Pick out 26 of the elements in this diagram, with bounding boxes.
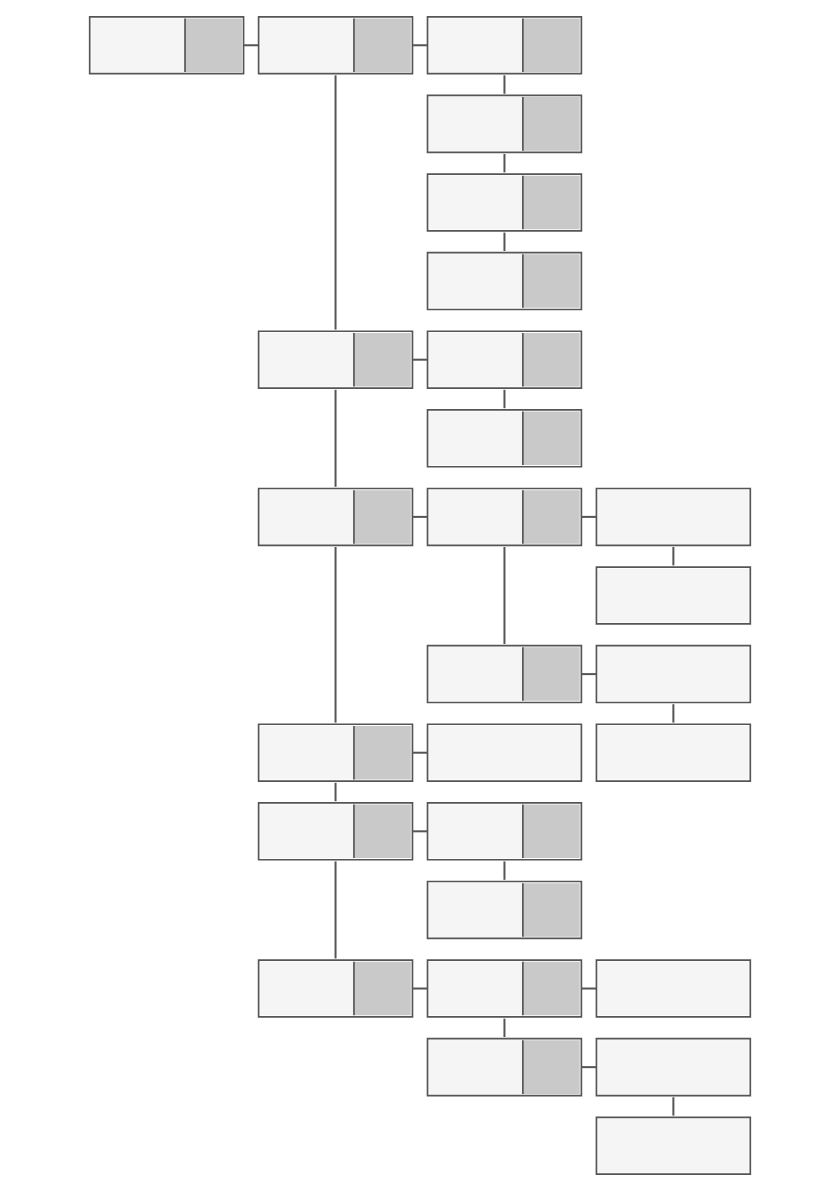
connector — [502, 861, 505, 880]
connector — [502, 232, 505, 251]
connector — [502, 389, 505, 409]
connector — [671, 547, 674, 566]
connector — [580, 1066, 596, 1069]
connector — [334, 75, 337, 330]
connector — [502, 1018, 505, 1038]
connector — [411, 515, 428, 518]
connector — [671, 704, 674, 723]
connector — [580, 515, 596, 518]
connector — [334, 782, 337, 802]
connector — [411, 44, 428, 47]
connector — [411, 751, 428, 754]
connector — [671, 1097, 674, 1116]
connector — [502, 75, 505, 94]
connector — [334, 547, 337, 723]
connector — [411, 830, 428, 833]
connector — [580, 987, 596, 990]
connector — [411, 358, 428, 361]
connector — [502, 153, 505, 173]
connector — [580, 673, 596, 676]
connector — [334, 389, 337, 487]
connector — [502, 547, 505, 644]
connector — [243, 44, 259, 47]
connector — [334, 861, 337, 959]
connector — [411, 987, 428, 990]
